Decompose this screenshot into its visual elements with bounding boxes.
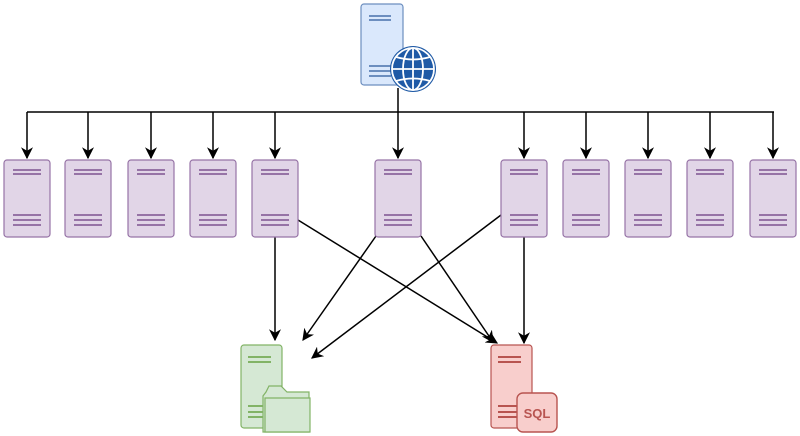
app-server-3 bbox=[127, 159, 175, 238]
app-server-8 bbox=[562, 159, 610, 238]
globe-icon bbox=[390, 46, 436, 92]
web-to-app-connectors bbox=[21, 88, 779, 160]
arrow-app7-to-file-server bbox=[311, 214, 502, 359]
app-to-storage-connectors bbox=[269, 214, 530, 359]
app-server-2 bbox=[64, 159, 112, 238]
app-server-11 bbox=[749, 159, 797, 238]
app-server-10 bbox=[686, 159, 734, 238]
file-server-folder-icon bbox=[240, 344, 311, 433]
arrow-app6-to-file-server bbox=[302, 235, 377, 341]
web-server-globe-icon bbox=[360, 3, 436, 92]
arrow-app5-to-db-server bbox=[297, 219, 499, 344]
folder-icon bbox=[262, 385, 311, 433]
app-server-4 bbox=[189, 159, 237, 238]
sql-database-server-icon: SQL bbox=[490, 344, 558, 433]
sql-label: SQL bbox=[524, 406, 551, 421]
app-server-7 bbox=[500, 159, 548, 238]
app-server-9 bbox=[624, 159, 672, 238]
app-server-5 bbox=[251, 159, 299, 238]
arrow-app6-to-db-server bbox=[420, 235, 494, 343]
app-server-6 bbox=[374, 159, 422, 238]
app-server-1 bbox=[3, 159, 51, 238]
app-server-row bbox=[3, 159, 797, 238]
